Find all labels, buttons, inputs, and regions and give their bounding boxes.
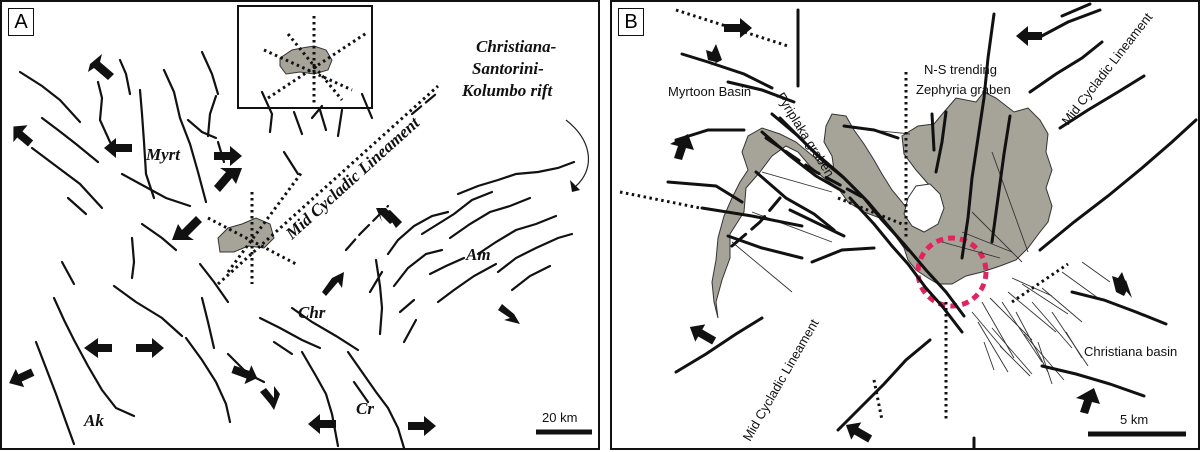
label-cr: Cr xyxy=(356,399,374,418)
dotted-b-5 xyxy=(872,379,884,421)
panel-b: B xyxy=(610,0,1200,450)
caldera-b xyxy=(903,183,945,233)
label-christiana: Christiana basin xyxy=(1084,344,1177,359)
ne-line-a xyxy=(226,171,304,273)
caldera-ring xyxy=(915,235,989,309)
inset-box xyxy=(237,5,373,109)
label-ak: Ak xyxy=(83,411,104,430)
dotted-b-1 xyxy=(675,8,789,48)
label-rift-3: Kolumbo rift xyxy=(461,81,553,100)
mcl-line-a xyxy=(216,84,440,286)
label-mcl-bottom: Mid Cycladic Lineament xyxy=(740,316,822,443)
dotted-b-6 xyxy=(1011,262,1069,304)
inset-ne-line xyxy=(267,30,369,100)
label-am: Am xyxy=(465,245,491,264)
island-b xyxy=(711,91,1053,319)
extension-arrows-a xyxy=(9,54,520,436)
panel-a-map: Myrt Mid Cycladic Lineament Christiana- … xyxy=(9,5,592,448)
label-myrt: Myrt xyxy=(145,145,181,164)
panel-b-map: Myrtoon Basin Fyriplaka graben N-S trend… xyxy=(619,2,1198,448)
label-rift-1: Christiana- xyxy=(476,37,557,56)
label-chr: Chr xyxy=(298,303,326,322)
faults-a xyxy=(18,50,589,448)
label-mcl-top: Mid Cycladic Lineament xyxy=(1059,10,1156,128)
label-rift-2: Santorini- xyxy=(472,59,544,78)
panel-a: A xyxy=(0,0,600,450)
label-myrtoon: Myrtoon Basin xyxy=(668,84,751,99)
faults-b xyxy=(666,2,1198,448)
label-ns-1: N-S trending xyxy=(924,62,997,77)
panel-b-tag: B xyxy=(618,8,644,36)
scale-label-b: 5 km xyxy=(1120,412,1148,427)
dotted-b-4 xyxy=(619,190,701,210)
scale-label-a: 20 km xyxy=(542,410,577,425)
inset-nw-line xyxy=(263,48,353,92)
inset-nnw-line xyxy=(286,33,344,101)
nw-line-a xyxy=(207,216,297,266)
panel-a-tag: A xyxy=(8,8,34,36)
christiana-fractures xyxy=(971,261,1111,385)
label-mcl-a: Mid Cycladic Lineament xyxy=(281,112,424,243)
extension-arrows-b xyxy=(670,18,1132,443)
label-ns-2: Zephyria graben xyxy=(916,82,1011,97)
